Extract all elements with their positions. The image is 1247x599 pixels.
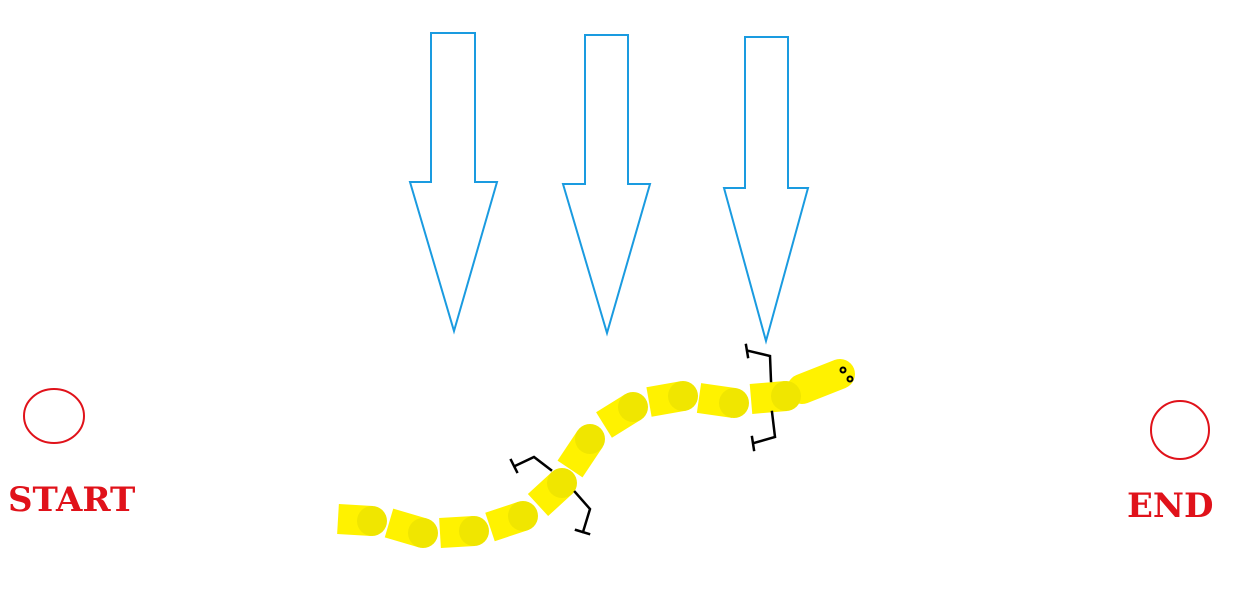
worm-eyes xyxy=(839,366,854,383)
worm-joint xyxy=(357,506,387,536)
leg xyxy=(513,455,553,472)
leg-foot xyxy=(750,435,756,452)
force-arrow-3 xyxy=(722,36,810,345)
force-arrow-1 xyxy=(408,32,499,335)
worm-joint xyxy=(668,381,698,411)
leg xyxy=(747,349,773,383)
worm-joint xyxy=(459,516,489,546)
worm-joint xyxy=(618,392,648,422)
leg xyxy=(752,410,777,445)
force-arrow-2 xyxy=(561,34,652,337)
leg-foot xyxy=(509,458,519,474)
eye-icon xyxy=(846,375,854,383)
worm-joints xyxy=(357,381,801,548)
worm-joint xyxy=(719,388,749,418)
leg-foot xyxy=(744,343,750,359)
worm-joint xyxy=(408,518,438,548)
leg xyxy=(573,490,592,534)
worm-joint xyxy=(771,381,801,411)
worm-joint xyxy=(508,501,538,531)
leg-foot xyxy=(574,528,591,536)
end-label: END xyxy=(1127,486,1214,526)
start-marker xyxy=(23,388,85,444)
worm-creature xyxy=(337,343,855,548)
eye-icon xyxy=(839,366,847,374)
start-label: START xyxy=(8,480,136,520)
worm-legs xyxy=(509,343,777,536)
worm-joint xyxy=(547,468,577,498)
worm-joint xyxy=(575,424,605,454)
end-marker xyxy=(1150,400,1210,460)
worm-head-segment xyxy=(787,359,855,404)
